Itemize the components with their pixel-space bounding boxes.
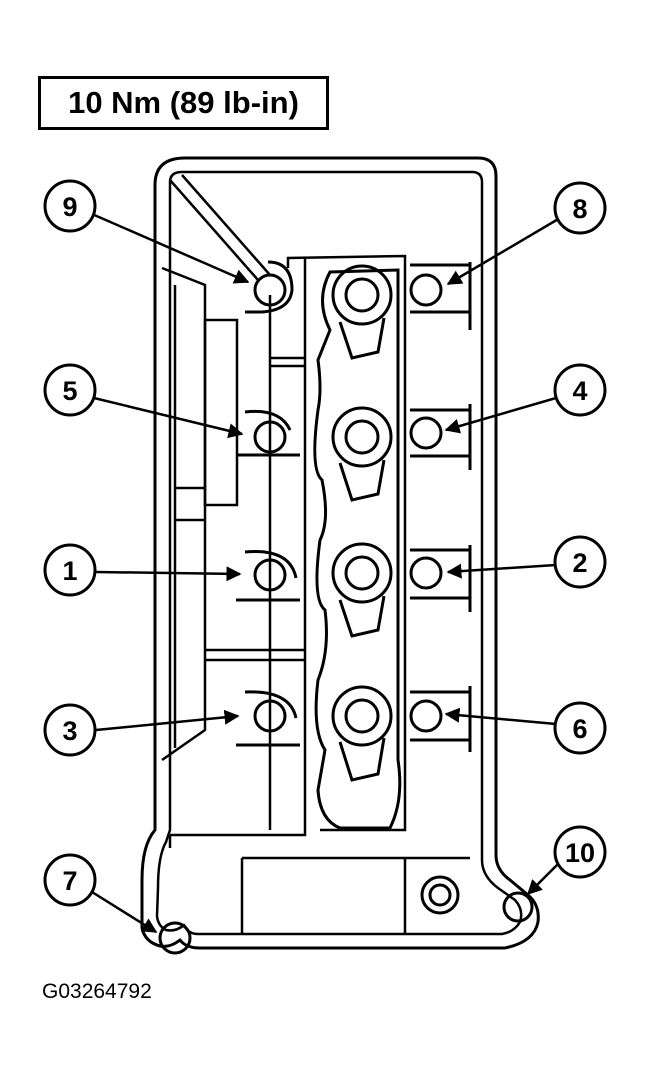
callout-10-label: 10: [565, 838, 595, 868]
callout-5-label: 5: [62, 376, 77, 406]
callout-4-label: 4: [572, 376, 587, 406]
callout-2-label: 2: [572, 548, 587, 578]
callout-1: 1: [43, 543, 97, 597]
ignition-coil-bosses: [313, 264, 402, 830]
callout-6: 6: [553, 701, 607, 755]
callout-6-label: 6: [572, 714, 587, 744]
callout-8: 8: [553, 181, 607, 235]
callout-leaders: [91, 212, 561, 934]
cover-inner-detail: [161, 174, 470, 935]
torque-spec-title: 10 Nm (89 lb-in): [38, 76, 329, 130]
callout-9: 9: [43, 179, 97, 233]
callout-markers: 1 2 3 4 5 6 7 8: [43, 179, 607, 907]
callout-7-label: 7: [62, 866, 77, 896]
figure-id: G03264792: [42, 980, 152, 1003]
callout-3-label: 3: [62, 716, 77, 746]
callout-3: 3: [43, 703, 97, 757]
callout-5: 5: [43, 363, 97, 417]
callout-1-label: 1: [62, 556, 77, 586]
callout-7: 7: [43, 853, 97, 907]
callout-4: 4: [553, 363, 607, 417]
callout-8-label: 8: [572, 194, 587, 224]
callout-10: 10: [553, 825, 607, 879]
callout-2: 2: [553, 535, 607, 589]
callout-9-label: 9: [62, 192, 77, 222]
bolt-heads: [158, 260, 534, 955]
